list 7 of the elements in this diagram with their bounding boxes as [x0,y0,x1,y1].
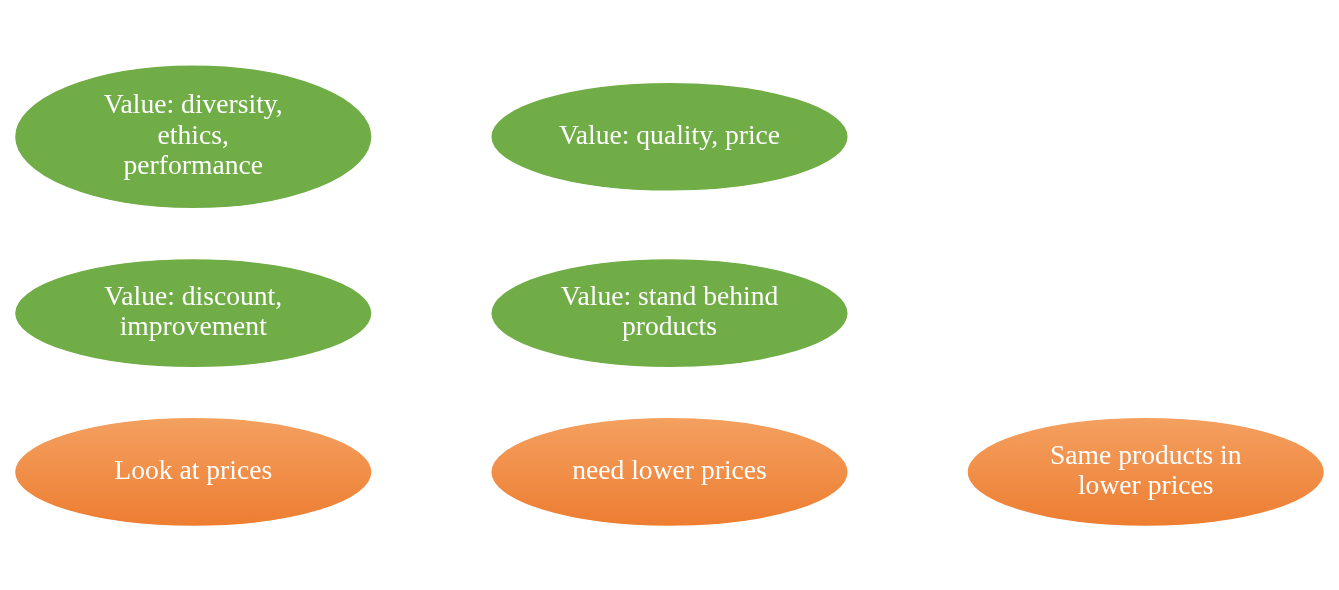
node-ellipse: Value: stand behind products [490,257,849,368]
node-ellipse: Same products in lower prices [966,416,1326,527]
node-ellipse: need lower prices [490,416,849,527]
node-ellipse: Value: diversity, ethics, performance [13,63,373,209]
node-ellipse: Value: discount, improvement [13,257,373,368]
node-ellipse: Value: quality, price [490,81,849,192]
node-ellipse: Look at prices [13,416,373,527]
